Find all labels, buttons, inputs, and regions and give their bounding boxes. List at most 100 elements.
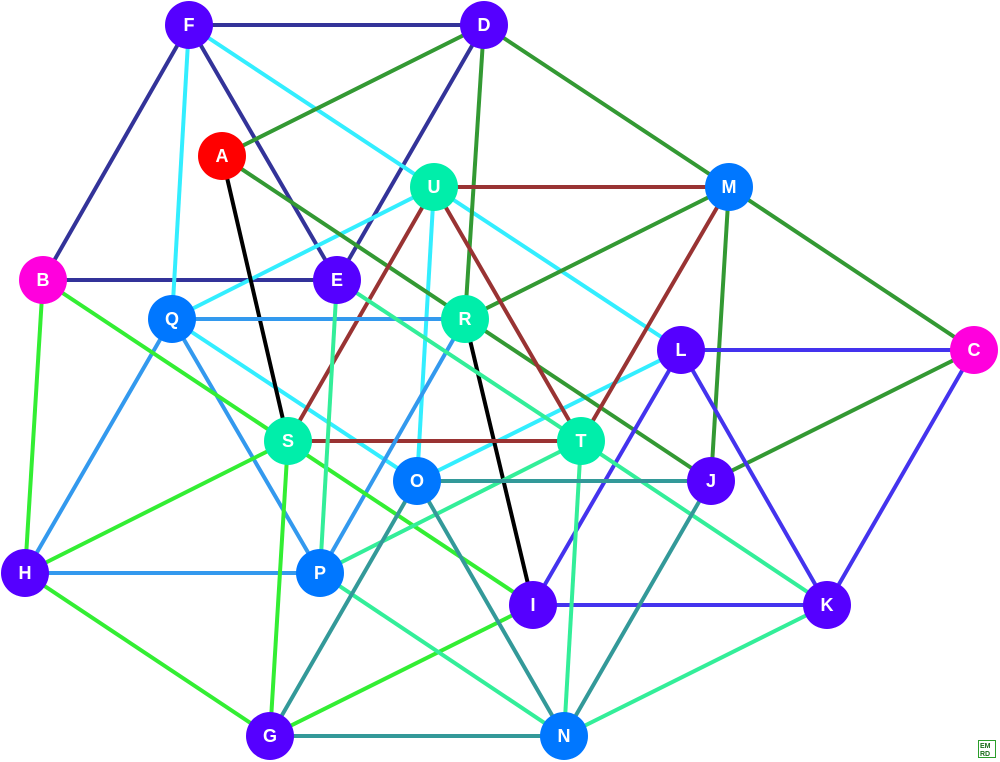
edge-l-k <box>679 349 829 606</box>
node-circle <box>165 1 213 49</box>
edge-o-g <box>268 480 419 737</box>
node-circle <box>1 549 49 597</box>
node-t: T <box>557 417 605 465</box>
edge-a-s <box>220 155 290 442</box>
edge-l-i <box>531 348 683 607</box>
svg-text:RD: RD <box>980 751 990 758</box>
node-p: P <box>296 549 344 597</box>
node-n: N <box>540 712 588 760</box>
edge-t-k <box>579 439 829 607</box>
node-label: J <box>706 471 716 491</box>
node-circle <box>313 256 361 304</box>
edge-s-g <box>268 440 290 737</box>
node-label: O <box>410 471 424 491</box>
logo-icon: EM RD <box>978 740 996 758</box>
node-label: C <box>968 340 981 360</box>
node-j: J <box>687 457 735 505</box>
node-f: F <box>165 1 213 49</box>
edge-b-h <box>23 279 45 574</box>
node-circle <box>950 326 998 374</box>
node-k: K <box>803 581 851 629</box>
edge-u-s <box>286 186 436 442</box>
node-circle <box>19 256 67 304</box>
node-c: C <box>950 326 998 374</box>
edge-t-n <box>562 440 583 737</box>
edge-m-r <box>464 185 730 321</box>
node-label: Q <box>165 309 179 329</box>
edge-h-g <box>23 571 272 738</box>
edge-f-e <box>187 23 339 282</box>
node-circle <box>198 132 246 180</box>
edge-d-m <box>482 23 731 189</box>
node-circle <box>264 417 312 465</box>
node-label: M <box>722 177 737 197</box>
edge-f-q <box>170 24 191 320</box>
edge-m-t <box>579 185 731 443</box>
node-label: G <box>263 726 277 746</box>
node-circle <box>705 163 753 211</box>
node-label: S <box>282 431 294 451</box>
edge-n-k <box>563 603 828 738</box>
edge-f-b <box>41 24 191 281</box>
node-label: B <box>37 270 50 290</box>
edge-l-o <box>416 348 682 483</box>
node-b: B <box>19 256 67 304</box>
node-label: P <box>314 563 326 583</box>
node-circle <box>557 417 605 465</box>
edge-r-p <box>318 318 467 574</box>
node-label: N <box>558 726 571 746</box>
edge-p-t <box>319 439 582 575</box>
node-label: L <box>676 340 687 360</box>
node-label: T <box>576 431 587 451</box>
edge-e-p <box>318 279 339 574</box>
node-circle <box>393 457 441 505</box>
node-d: D <box>460 1 508 49</box>
node-label: A <box>216 146 229 166</box>
edge-c-k <box>825 349 976 606</box>
node-r: R <box>441 295 489 343</box>
edge-u-t <box>432 185 583 443</box>
edge-d-r <box>463 24 486 320</box>
edge-o-n <box>415 480 566 737</box>
edge-a-d <box>221 23 485 158</box>
edge-u-l <box>432 185 683 352</box>
edge-d-e <box>335 24 486 281</box>
edge-m-j <box>709 186 731 482</box>
node-circle <box>803 581 851 629</box>
edge-e-t <box>335 278 583 443</box>
edge-r-i <box>463 318 535 606</box>
node-circle <box>410 163 458 211</box>
node-label: D <box>478 15 491 35</box>
edge-u-q <box>171 185 435 321</box>
node-circle <box>509 581 557 629</box>
node-u: U <box>410 163 458 211</box>
node-circle <box>540 712 588 760</box>
node-o: O <box>393 457 441 505</box>
node-label: E <box>331 270 343 290</box>
node-s: S <box>264 417 312 465</box>
node-h: H <box>1 549 49 597</box>
edge-q-h <box>23 317 174 575</box>
node-i: I <box>509 581 557 629</box>
node-label: K <box>821 595 834 615</box>
edge-j-c <box>710 348 975 483</box>
edges-layer <box>23 23 976 738</box>
edge-p-n <box>318 571 566 738</box>
node-label: F <box>184 15 195 35</box>
edge-g-i <box>269 603 534 738</box>
node-l: L <box>657 326 705 374</box>
edge-q-p <box>170 317 322 575</box>
node-label: R <box>459 309 472 329</box>
edge-q-o <box>170 317 419 483</box>
edge-m-c <box>727 185 976 352</box>
node-circle <box>246 712 294 760</box>
node-q: Q <box>148 295 196 343</box>
edge-u-o <box>415 186 436 482</box>
edge-j-n <box>562 480 713 737</box>
node-label: I <box>530 595 535 615</box>
node-m: M <box>705 163 753 211</box>
node-g: G <box>246 712 294 760</box>
edge-f-u <box>187 23 436 189</box>
